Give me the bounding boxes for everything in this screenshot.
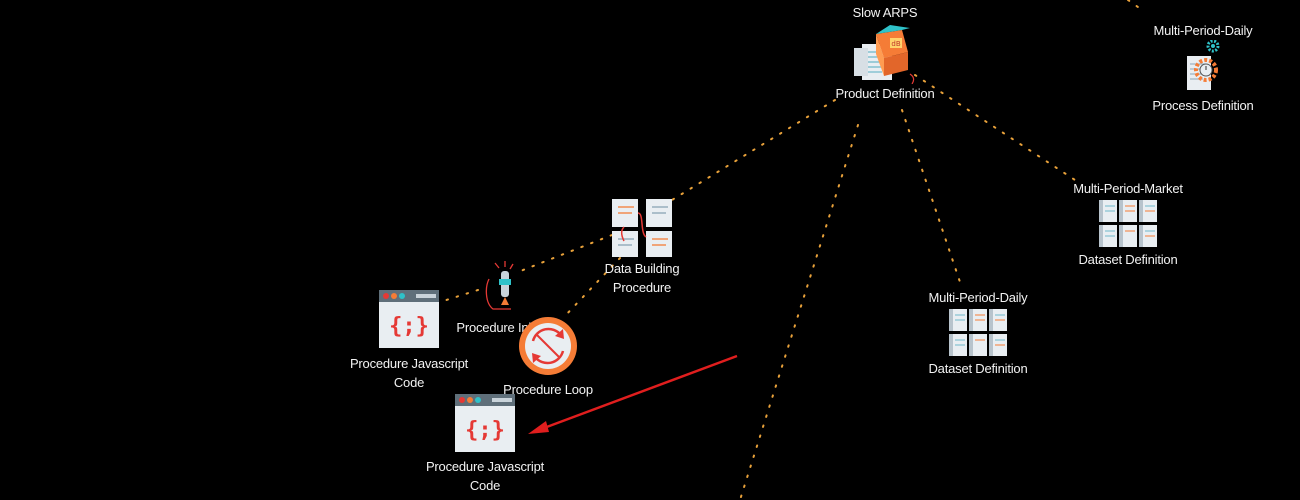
node-type-line2: Procedure xyxy=(612,280,672,295)
node-type: Dataset Definition xyxy=(1078,252,1178,267)
dataset-sheets-icon xyxy=(949,309,1007,356)
node-slow-arps[interactable]: Slow ARPS dB Product Definition xyxy=(815,3,955,103)
edge-init-to-js1 xyxy=(439,289,479,303)
edge-arps-to-mpm-dataset xyxy=(914,74,1076,181)
node-type-line2: Code xyxy=(469,478,501,493)
dataset-sheets-icon xyxy=(1099,200,1157,247)
node-procedure-js-code-1[interactable]: {;} Procedure Javascript Code xyxy=(339,289,479,392)
edge-data-building-to-loop xyxy=(562,257,621,319)
node-type: Procedure Loop xyxy=(503,382,593,397)
node-mpd-process[interactable]: Multi-Period-Daily Process Definition xyxy=(1133,21,1273,115)
edge-arps-to-data-building xyxy=(671,99,836,201)
node-type: Product Definition xyxy=(835,86,935,101)
node-procedure-loop[interactable]: Procedure Loop xyxy=(488,315,608,399)
loop-cycle-icon xyxy=(519,317,577,375)
edge-top-right xyxy=(1127,0,1146,13)
edge-data-building-to-init xyxy=(517,234,613,273)
svg-text:{;}: {;} xyxy=(465,418,505,443)
edge-arps-down xyxy=(739,124,859,500)
node-title: Slow ARPS xyxy=(852,5,918,20)
node-type-line1: Data Building xyxy=(604,261,680,276)
node-type-line1: Procedure Javascript xyxy=(349,356,469,371)
node-title: Multi-Period-Daily xyxy=(928,290,1028,305)
red-arrow xyxy=(528,354,738,434)
code-window-icon: {;} xyxy=(455,394,515,452)
svg-text:dB: dB xyxy=(891,40,900,48)
node-title: Multi-Period-Market xyxy=(1073,181,1183,196)
node-data-building-procedure[interactable]: Data Building Procedure xyxy=(577,197,707,297)
node-procedure-js-code-2[interactable]: {;} Procedure Javascript Code xyxy=(415,393,555,495)
process-gears-icon xyxy=(1187,40,1220,90)
node-type: Dataset Definition xyxy=(928,361,1028,376)
edge-arps-to-mpd-dataset xyxy=(901,109,963,289)
svg-text:{;}: {;} xyxy=(389,314,429,339)
procedure-blocks-icon xyxy=(612,199,672,257)
node-type: Process Definition xyxy=(1152,98,1254,113)
node-type-line1: Procedure Javascript xyxy=(425,459,545,474)
rocket-launch-icon xyxy=(485,261,514,310)
node-mpm-dataset[interactable]: Multi-Period-Market Dataset Definition xyxy=(1058,179,1198,269)
code-window-icon: {;} xyxy=(379,290,439,348)
node-type-line2: Code xyxy=(393,375,425,390)
node-title: Multi-Period-Daily xyxy=(1153,23,1253,38)
product-box-icon: dB xyxy=(854,25,915,84)
node-mpd-dataset[interactable]: Multi-Period-Daily Dataset Definition xyxy=(908,288,1048,378)
